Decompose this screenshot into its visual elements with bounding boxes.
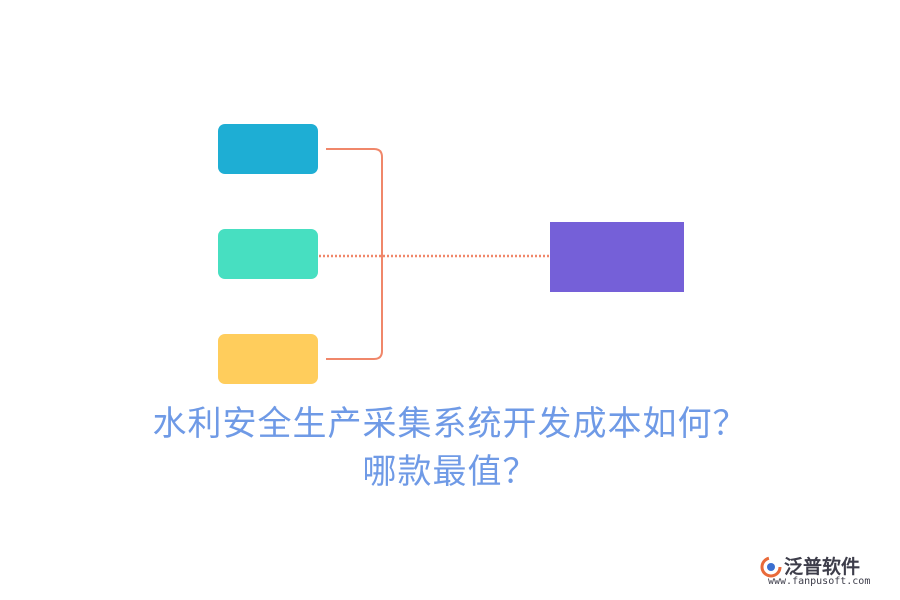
brand-name: 泛普软件 [784,556,861,578]
diagram-box-bottom [218,334,318,384]
brand-logo: 泛普软件 www.fanpusoft.com [758,550,888,592]
title-line-2: 哪款最值？ [362,452,538,492]
title-line-1: 水利安全生产采集系统开发成本如何？ [152,404,748,444]
bracket-connector [326,148,383,360]
diagram-box-top [218,124,318,174]
diagram-title: 水利安全生产采集系统开发成本如何？ 哪款最值？ [0,400,900,496]
diagram-box-middle [218,229,318,279]
fanpu-logo-icon [760,556,782,578]
diagram-box-right [550,222,684,292]
brand-url: www.fanpusoft.com [768,576,871,587]
